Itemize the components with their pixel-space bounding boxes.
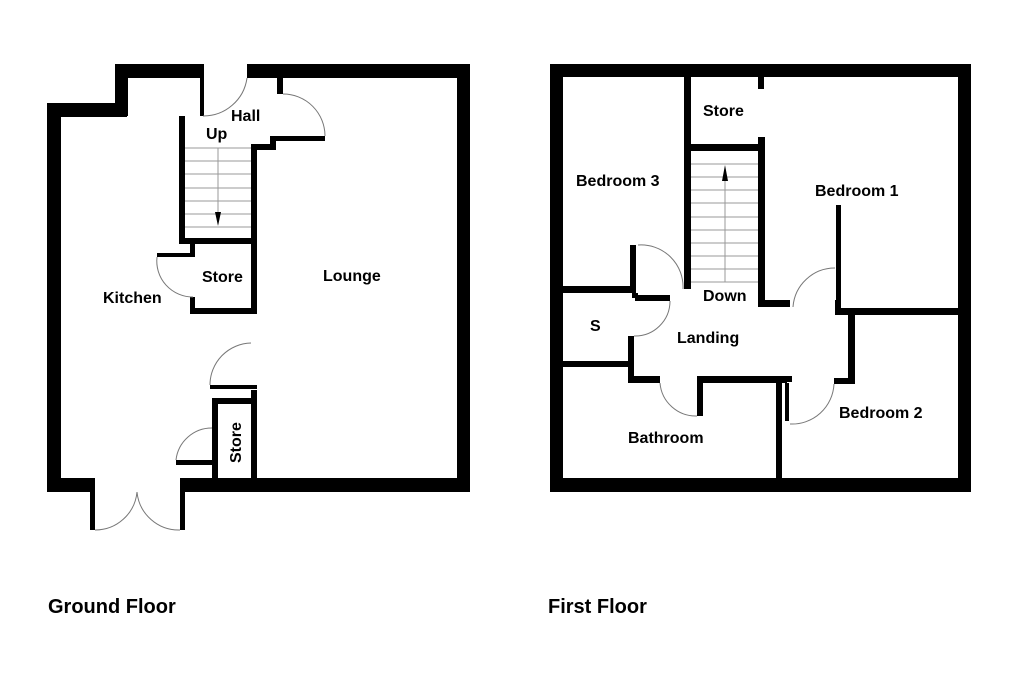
room-label-bedroom-1: Bedroom 1 [815,183,899,200]
room-label-s: S [590,318,601,335]
room-label-kitchen: Kitchen [103,290,162,307]
stair-arrow-icon [722,165,728,181]
room-label-hall: Hall [231,108,261,125]
room-label-lounge: Lounge [323,268,381,285]
room-label-bathroom: Bathroom [628,430,704,447]
floor-title-first: First Floor [548,596,647,618]
room-label-store-lower: Store [228,422,245,463]
room-label-landing: Landing [677,330,740,347]
room-label-store: Store [703,103,744,120]
stair-arrow-icon [215,212,221,226]
floor-title-ground: Ground Floor [48,596,176,618]
stairs-label-down: Down [703,288,747,305]
first-floor-plan [550,64,971,492]
ground-stairs [185,147,251,228]
room-label-bedroom-2: Bedroom 2 [839,405,923,422]
stairs-label-up: Up [206,126,228,143]
room-label-store: Store [202,269,243,286]
ground-floor-plan [47,64,470,531]
room-label-bedroom-3: Bedroom 3 [576,173,660,190]
first-stairs [691,163,758,283]
